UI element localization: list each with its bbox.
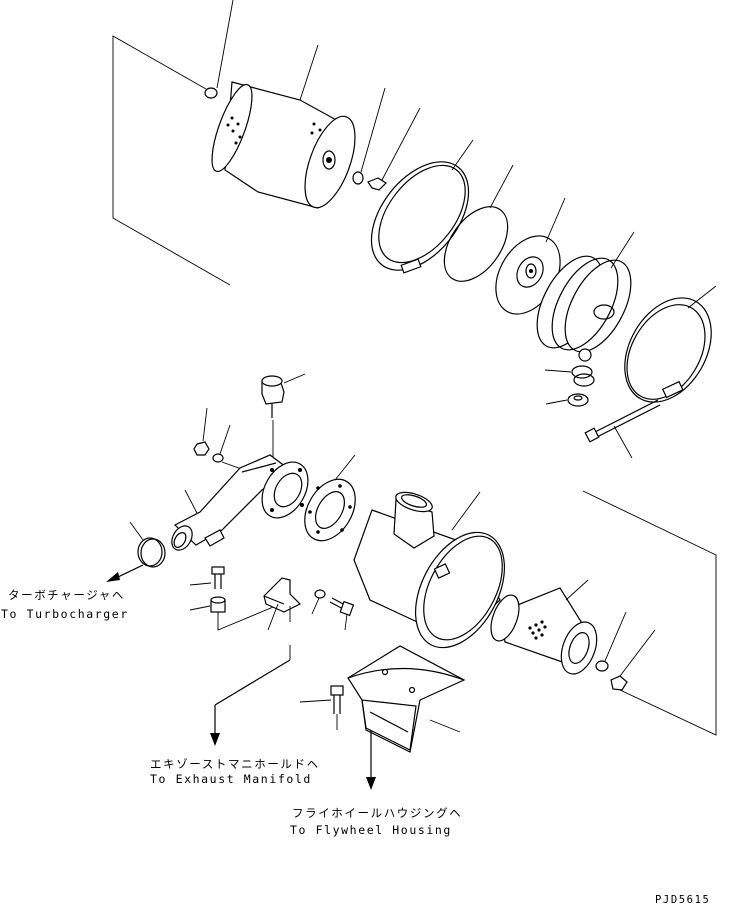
restriction-switch [261, 375, 285, 474]
intake-elbow-pipe [171, 454, 309, 551]
washer-upper [352, 171, 364, 185]
label-flywheel-housing-ja: フライホイールハウジングヘ [292, 806, 463, 820]
label-flywheel-housing-en: To Flywheel Housing [290, 823, 452, 837]
wing-nut-lower [610, 675, 628, 691]
wing-nut [367, 177, 387, 191]
lower-assembly-group [106, 373, 717, 790]
drawing-number: PJD5615 [655, 894, 711, 906]
label-exhaust-manifold-en: To Exhaust Manifold [150, 772, 312, 786]
label-turbocharger-ja: ターボチャージャヘ [8, 588, 125, 602]
flange-gasket [304, 478, 356, 542]
outer-filter-element [211, 81, 356, 209]
label-turbocharger-en: To Turbocharger [1, 607, 129, 621]
bolt-flywheel [330, 685, 344, 714]
hose-clamp [571, 365, 593, 379]
label-exhaust-manifold-ja: エキゾーストマニホールドヘ [150, 757, 320, 771]
bolt-upper [211, 566, 225, 589]
turbo-cap [137, 537, 166, 568]
air-cleaner-cap [536, 255, 632, 362]
flywheel-bracket [347, 645, 466, 753]
upper-assembly-group [112, 0, 717, 459]
mounting-bracket [263, 577, 302, 613]
washer-lower [595, 660, 609, 672]
washer-pipe [212, 453, 224, 463]
air-cleaner-body [353, 491, 506, 649]
service-indicator [584, 399, 661, 443]
clamp-band-lower [624, 297, 712, 403]
primary-filter-element [490, 587, 598, 675]
spacer [210, 596, 226, 613]
washer-bracket [314, 589, 326, 599]
o-ring-small [204, 87, 218, 99]
gasket-ring [443, 206, 509, 282]
bolt-side [329, 597, 355, 617]
nut [193, 441, 210, 456]
